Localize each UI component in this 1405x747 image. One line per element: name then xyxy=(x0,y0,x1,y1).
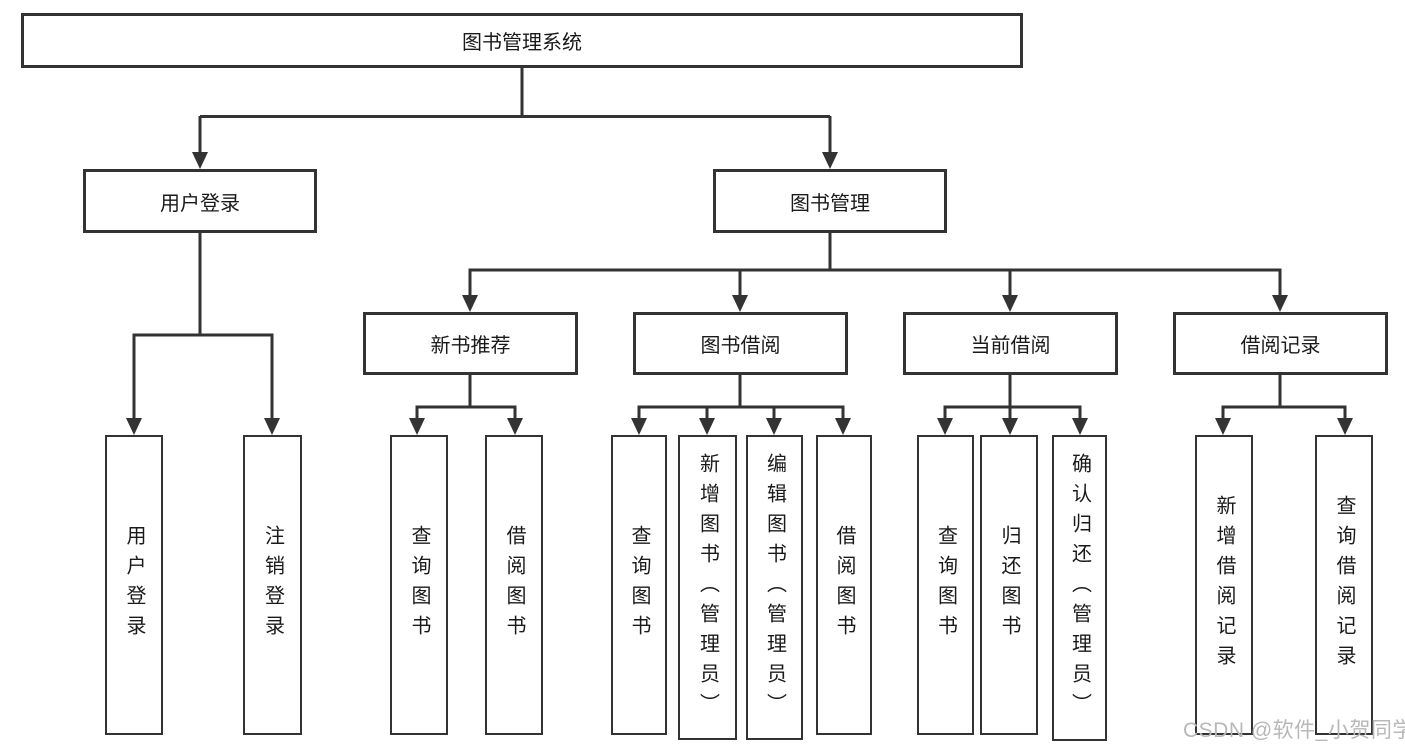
arrow-down-icon xyxy=(126,418,142,435)
arrow-down-icon xyxy=(937,418,953,435)
arrow-down-icon xyxy=(766,418,782,435)
arrow-down-icon xyxy=(462,295,478,312)
leaf-return-books: 归还图书 xyxy=(980,435,1038,735)
leaf-query-books-borrowing: 查询图书 xyxy=(611,435,667,735)
arrow-down-icon xyxy=(699,418,715,435)
leaf-query-borrow-record: 查询借阅记录 xyxy=(1315,435,1373,735)
arrow-down-icon xyxy=(1002,295,1018,312)
arrow-down-icon xyxy=(1072,418,1088,435)
node-user-login: 用户登录 xyxy=(83,169,317,233)
leaf-edit-book-admin: 编辑图书（管理员） xyxy=(746,435,803,740)
arrow-down-icon xyxy=(1002,418,1018,435)
node-book-borrowing: 图书借阅 xyxy=(633,312,848,375)
arrow-down-icon xyxy=(631,418,647,435)
node-root: 图书管理系统 xyxy=(21,13,1023,68)
leaf-confirm-return-admin: 确认归还（管理员） xyxy=(1052,435,1107,741)
node-current-borrowing: 当前借阅 xyxy=(903,312,1118,375)
arrow-down-icon xyxy=(1215,418,1231,435)
node-new-book-recommend: 新书推荐 xyxy=(363,312,578,375)
arrow-down-icon xyxy=(264,418,280,435)
leaf-borrow-books: 借阅图书 xyxy=(816,435,872,735)
leaf-borrow-books-recommend: 借阅图书 xyxy=(485,435,543,735)
leaf-query-books-current: 查询图书 xyxy=(917,435,974,735)
leaf-add-borrow-record: 新增借阅记录 xyxy=(1195,435,1253,735)
arrow-down-icon xyxy=(822,152,838,169)
arrow-down-icon xyxy=(1337,418,1353,435)
arrow-down-icon xyxy=(507,418,523,435)
leaf-add-book-admin: 新增图书（管理员） xyxy=(678,435,737,740)
watermark: CSDN @软件_小贺同学 xyxy=(1183,719,1405,742)
arrow-down-icon xyxy=(835,418,851,435)
leaf-user-login: 用户登录 xyxy=(105,435,163,735)
leaf-query-books-recommend: 查询图书 xyxy=(390,435,448,735)
arrow-down-icon xyxy=(192,152,208,169)
arrow-down-icon xyxy=(1272,295,1288,312)
arrow-down-icon xyxy=(409,418,425,435)
arrow-down-icon xyxy=(732,295,748,312)
node-book-management: 图书管理 xyxy=(713,169,947,233)
leaf-logout: 注销登录 xyxy=(243,435,302,735)
node-borrowing-records: 借阅记录 xyxy=(1173,312,1388,375)
